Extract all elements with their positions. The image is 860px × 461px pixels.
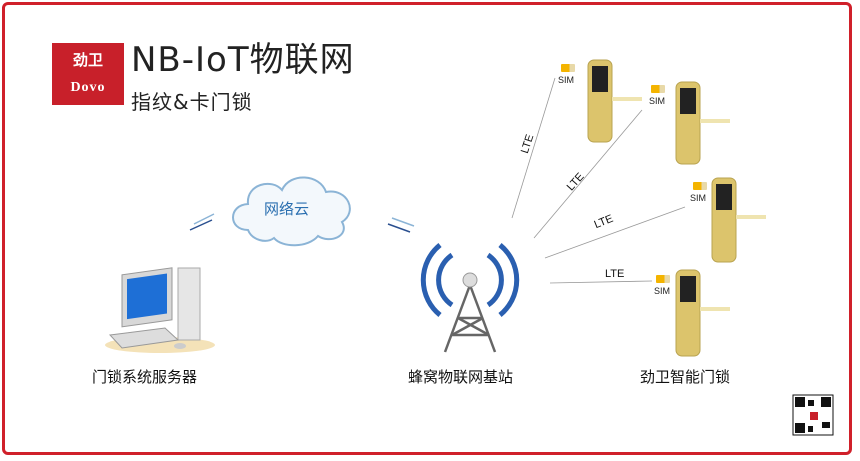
locks-label: 劲卫智能门锁 <box>640 368 731 386</box>
server-label: 门锁系统服务器 <box>92 368 198 386</box>
door-locks <box>587 59 766 357</box>
cloud-label: 网络云 <box>264 200 310 218</box>
cloud-icon <box>232 176 351 247</box>
lte-label: LTE <box>605 268 625 280</box>
lock-4 <box>675 269 730 357</box>
qr-code-icon <box>792 394 834 436</box>
sim-label: SIM <box>649 96 666 106</box>
sim-label: SIM <box>558 75 575 85</box>
lock-1 <box>587 59 642 143</box>
lock-3 <box>711 177 766 263</box>
tower-label: 蜂窝物联网基站 <box>408 368 514 386</box>
sim-label: SIM <box>690 193 707 203</box>
lock-2 <box>675 81 730 165</box>
sim-card-icon <box>693 182 707 190</box>
lte-links <box>511 77 686 284</box>
page-frame <box>2 2 852 455</box>
sync-arrows-icon <box>189 213 415 233</box>
sim-card-icon <box>656 275 670 283</box>
computer-icon <box>105 267 215 353</box>
page-subtitle: 指纹&卡门锁 <box>131 90 253 114</box>
sim-card-icon <box>561 64 575 72</box>
brand-logo: 劲卫 Dovo <box>52 43 124 105</box>
sim-card-icon <box>651 85 665 93</box>
page-title: NB-IoT物联网 <box>131 40 355 80</box>
cell-tower-icon <box>420 243 520 353</box>
sim-label: SIM <box>654 286 671 296</box>
